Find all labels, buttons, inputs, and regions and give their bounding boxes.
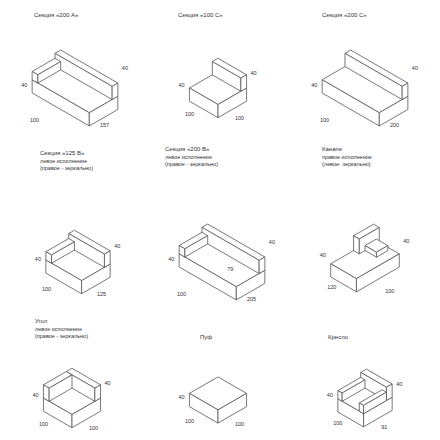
dimension-value: 40 [319,252,327,258]
sofa-module [43,368,100,427]
sofa-face [322,80,379,126]
sofa-face [55,53,112,99]
dimension-value: 100 [332,420,343,426]
module-note: (левое- зеркально) [322,161,371,167]
sofa-module [331,224,400,292]
dimension-value: 40 [411,65,419,71]
sofa-face [345,53,402,99]
sofa-face [338,391,342,402]
dimension-value: 40 [395,381,403,387]
module-note: правое исполнение [322,154,372,160]
dimension-value: 120 [326,284,337,290]
sofa-face [386,384,392,401]
sofa-face [95,385,101,402]
dimension-value: 100 [184,418,195,424]
dimension-value: 40 [177,394,185,400]
dimension-value: 100 [29,117,40,123]
sofa-face [218,88,247,118]
dimension-value: 40 [167,256,175,262]
dimension-value: 40 [121,65,129,71]
module-note: (правое - зеркально) [40,165,93,171]
dimension-value: 40 [250,70,258,76]
dimension-value: 40 [326,392,334,398]
sofa-face [259,257,265,274]
sofa-module [179,224,265,300]
dimension-value: 100 [38,421,49,427]
dimension-value: 125 [96,291,107,297]
sofa-face [112,83,118,100]
sofa-module [338,369,392,427]
dimension-value: 40 [104,380,112,386]
sofa-module [189,377,246,423]
sofa-face [52,242,75,263]
sofa-face [212,62,241,92]
dimension-value: 40 [268,239,276,245]
sofa-face [359,403,363,414]
dimension-value: 100 [88,425,99,431]
sofa-face [185,236,208,257]
sofa-face [402,83,408,100]
sofa-face [354,236,360,254]
dimension-value: 100 [384,288,395,294]
sofa-face [218,393,247,423]
sofa-face [364,392,387,413]
dimension-value: 100 [319,117,330,123]
dimension-value: 40 [20,82,28,88]
dimension-value: 200 [389,122,400,128]
sofa-face [241,75,247,92]
dimension-value: 91 [380,424,388,430]
module-title: Секция «125 В» [40,150,84,157]
dimension-value: 40 [402,238,410,244]
dimension-value: 40 [31,392,39,398]
dimension-value: 100 [234,421,245,427]
sofa-module [322,50,408,126]
sofa-face [376,246,387,258]
sofa-module [46,230,110,294]
sofa-face [32,72,38,84]
module-title: Кресло [328,334,348,341]
module-title: Угол [35,318,47,325]
sofa-face [202,227,259,273]
dimension-value: 40 [34,256,42,262]
sofa-face [32,80,89,126]
module-note: (правое - зеркально) [35,333,88,339]
sofa-face [356,254,399,292]
dimension-value: 100 [41,286,52,292]
dimension-value: 40 [310,82,318,88]
module-title: Пуф [200,334,212,341]
module-title: Секция «200 А» [34,12,78,19]
sofa-face [179,254,236,300]
sofa-module [32,50,118,126]
module-title: Канапе [322,146,342,153]
sofa-module [189,58,246,117]
module-note: левое исполнение [35,326,82,332]
dimension-value: 205 [246,296,257,302]
sofa-face [342,380,365,401]
sofa-face [46,252,52,264]
sofa-face [179,246,185,258]
dimension-value: 79 [226,266,234,272]
module-title: Секция «100 С» [178,12,223,19]
module-title: Секция «200 В» [165,146,209,153]
module-note: левое исполнение [40,158,87,164]
module-note: левое исполнение [165,154,212,160]
sofa-face [82,264,111,294]
sofa-face [49,375,72,401]
sofa-face [38,62,61,83]
sofa-face [365,246,376,258]
dimension-value: 157 [99,122,110,128]
dimension-value: 100 [234,115,245,121]
sofa-face [104,251,110,268]
dimension-value: 100 [184,111,195,117]
sofa-face [72,398,101,428]
dimension-value: 40 [113,243,121,249]
dimension-value: 100 [176,291,187,297]
dimension-value: 40 [177,82,185,88]
sofa-face [43,385,49,402]
module-note: (правое - зеркально) [165,161,218,167]
module-title: Секция «200 С» [322,12,367,19]
